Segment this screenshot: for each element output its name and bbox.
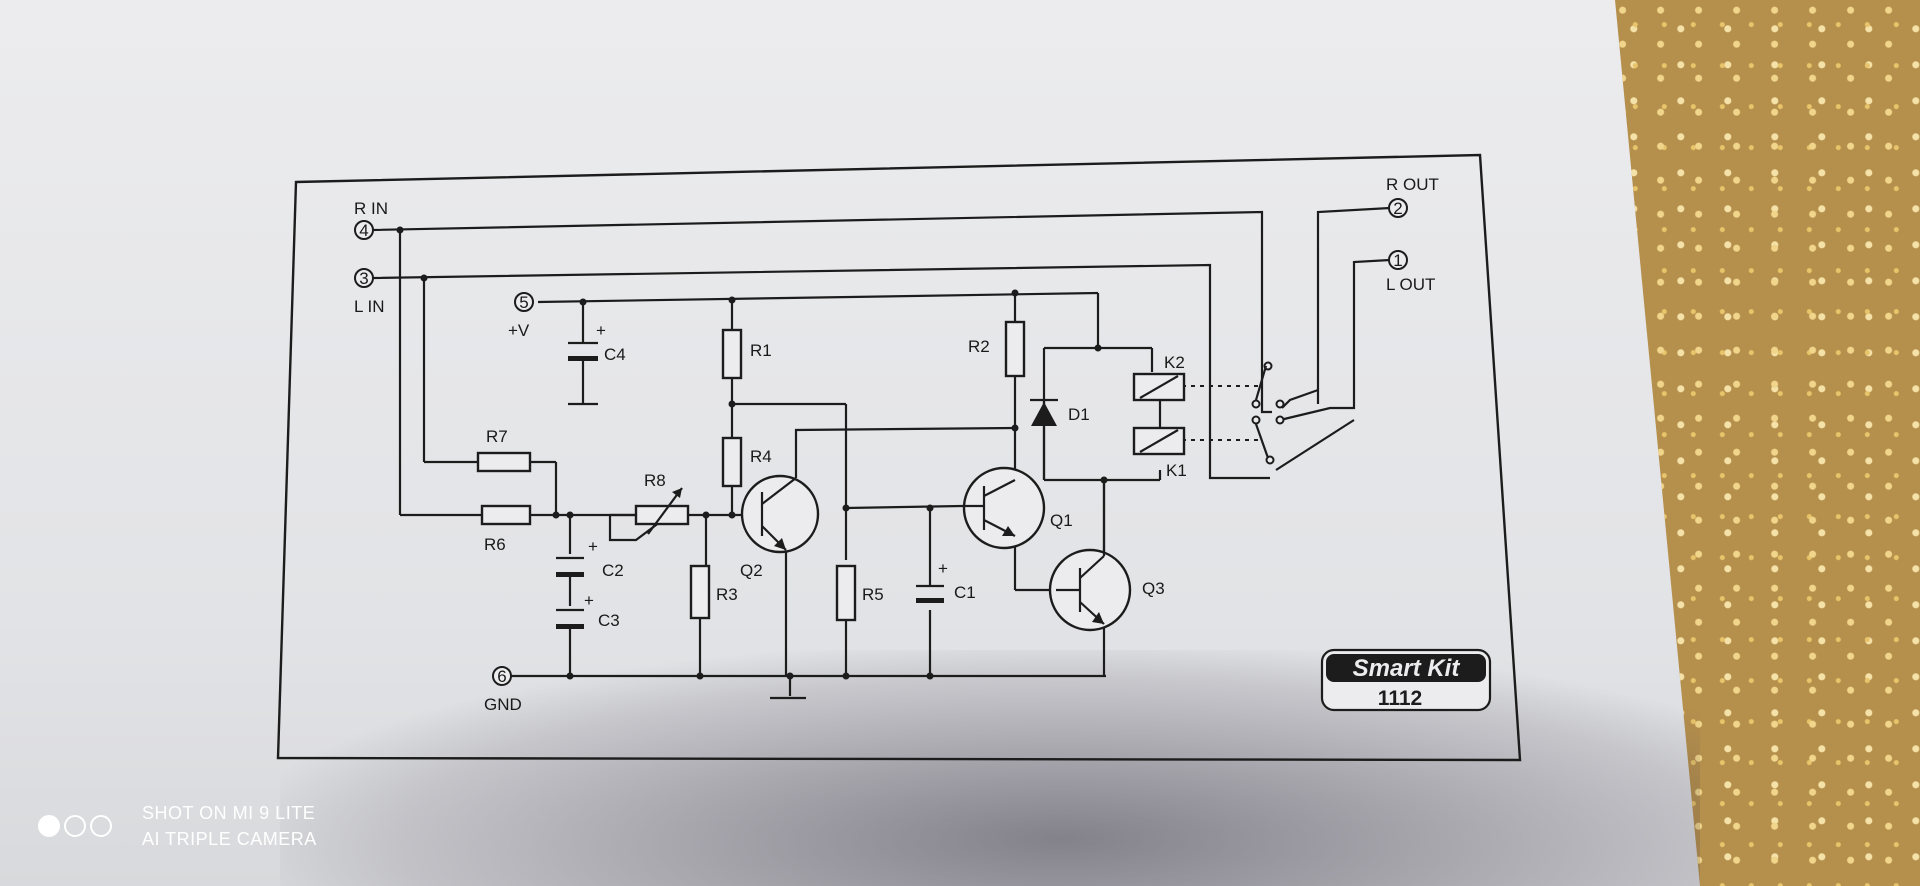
label-c4: C4 bbox=[604, 345, 626, 364]
watermark-line1: SHOT ON MI 9 LITE bbox=[142, 803, 316, 823]
resistor-r4 bbox=[721, 436, 743, 488]
label-c2: C2 bbox=[602, 561, 624, 580]
label-q1: Q1 bbox=[1050, 511, 1073, 530]
smart-kit-logo: Smart Kit 1112 bbox=[1320, 648, 1492, 712]
label-r5: R5 bbox=[862, 585, 884, 604]
label-c3: C3 bbox=[598, 611, 620, 630]
svg-text:+V: +V bbox=[508, 321, 530, 340]
terminal-l-in: 3 L IN bbox=[354, 268, 385, 316]
label-c1: C1 bbox=[954, 583, 976, 602]
terminal-gnd: 6 GND bbox=[484, 666, 522, 714]
relay-k1 bbox=[1132, 426, 1186, 456]
capacitor-c1 bbox=[916, 570, 944, 603]
label-r3: R3 bbox=[716, 585, 738, 604]
transistor-q3 bbox=[1048, 548, 1132, 632]
terminal-v-plus: 5 +V bbox=[508, 292, 534, 340]
junction-dots bbox=[396, 226, 1108, 680]
transistor-q2 bbox=[740, 474, 820, 554]
component-labels: R1 R4 R2 R3 R5 R7 R6 R8 C4 C2 C3 C1 D1 K… bbox=[484, 321, 1187, 630]
camera-watermark: SHOT ON MI 9 LITE AI TRIPLE CAMERA bbox=[142, 800, 317, 852]
watermark-line2: AI TRIPLE CAMERA bbox=[142, 829, 317, 849]
polarity-c3: + bbox=[584, 591, 594, 610]
resistor-r5 bbox=[835, 564, 857, 622]
terminal-r-in: 4 R IN bbox=[354, 199, 388, 240]
terminal-l-out: 1 L OUT bbox=[1386, 250, 1435, 294]
resistor-r2 bbox=[1004, 320, 1026, 378]
camera-watermark-icon bbox=[38, 815, 112, 837]
potentiometer-r8 bbox=[634, 487, 690, 535]
svg-text:6: 6 bbox=[497, 667, 506, 686]
resistor-r1 bbox=[721, 328, 743, 380]
label-r6: R6 bbox=[484, 535, 506, 554]
svg-text:2: 2 bbox=[1393, 199, 1402, 218]
label-k1: K1 bbox=[1166, 461, 1187, 480]
svg-text:R OUT: R OUT bbox=[1386, 175, 1439, 194]
svg-text:5: 5 bbox=[519, 293, 528, 312]
label-q3: Q3 bbox=[1142, 579, 1165, 598]
label-r2: R2 bbox=[968, 337, 990, 356]
svg-text:L IN: L IN bbox=[354, 297, 385, 316]
svg-text:3: 3 bbox=[359, 269, 368, 288]
resistor-r3 bbox=[689, 564, 711, 620]
label-r1: R1 bbox=[750, 341, 772, 360]
svg-text:1: 1 bbox=[1393, 251, 1402, 270]
svg-text:R IN: R IN bbox=[354, 199, 388, 218]
svg-text:4: 4 bbox=[359, 221, 368, 240]
polarity-c4: + bbox=[596, 321, 606, 340]
svg-text:L OUT: L OUT bbox=[1386, 275, 1435, 294]
resistor-r6 bbox=[480, 504, 532, 526]
capacitor-c2 bbox=[556, 556, 584, 577]
polarity-c1: + bbox=[938, 559, 948, 578]
label-d1: D1 bbox=[1068, 405, 1090, 424]
transistor-q1 bbox=[962, 466, 1046, 550]
label-q2: Q2 bbox=[740, 561, 763, 580]
polarity-c2: + bbox=[588, 537, 598, 556]
relay-k2 bbox=[1132, 372, 1186, 402]
terminal-r-out: 2 R OUT bbox=[1386, 175, 1439, 218]
svg-text:Smart Kit: Smart Kit bbox=[1353, 655, 1461, 682]
label-r4: R4 bbox=[750, 447, 772, 466]
schematic-frame bbox=[276, 153, 1522, 762]
capacitor-c3 bbox=[556, 608, 584, 629]
label-r8: R8 bbox=[644, 471, 666, 490]
svg-text:GND: GND bbox=[484, 695, 522, 714]
label-r7: R7 bbox=[486, 427, 508, 446]
diode-d1 bbox=[1030, 398, 1058, 438]
background-fabric bbox=[1615, 0, 1920, 886]
relay-switch-contacts bbox=[1251, 361, 1285, 465]
capacitor-c4 bbox=[568, 341, 598, 406]
label-k2: K2 bbox=[1164, 353, 1185, 372]
resistor-r7 bbox=[476, 451, 532, 473]
svg-text:1112: 1112 bbox=[1378, 687, 1422, 710]
